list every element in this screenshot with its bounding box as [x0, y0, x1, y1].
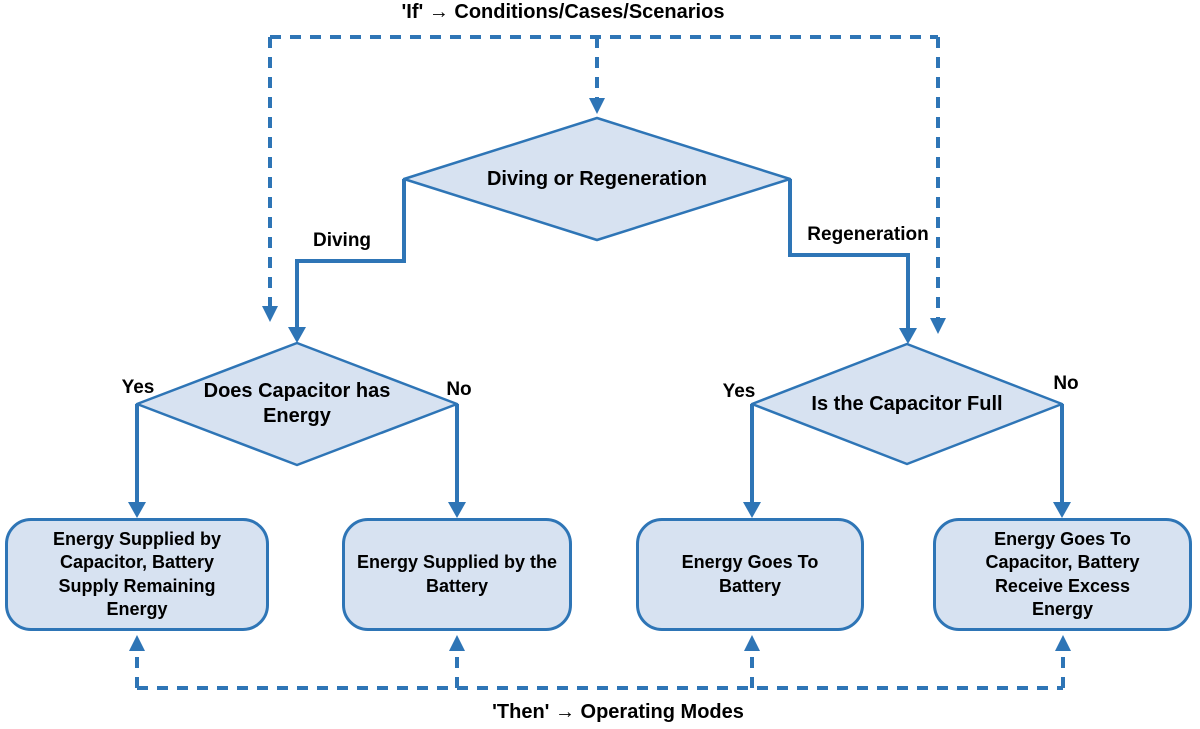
then-arrowhead-2: [449, 635, 465, 651]
arrowhead-yes-left: [128, 502, 146, 518]
yes-left-label: Yes: [121, 377, 155, 398]
outcome-box-energy-to-battery: Energy Goes To Battery: [636, 518, 864, 631]
no-left-label: No: [446, 379, 472, 400]
decision-left-shape: [135, 341, 459, 467]
decision-left-text: Does Capacitor has Energy: [203, 380, 391, 427]
then-footer-label: 'Then' → Operating Modes: [492, 701, 744, 723]
then-arrowhead-3: [744, 635, 760, 651]
no-right-label: No: [1053, 373, 1079, 394]
arrowhead-no-right: [1053, 502, 1071, 518]
arrowhead-yes-right: [743, 502, 761, 518]
if-arrowhead-left: [262, 306, 278, 322]
decision-right-text: Is the Capacitor Full: [811, 393, 1003, 415]
regeneration-branch-label: Regeneration: [807, 224, 929, 245]
outcome-box-battery-supply: Energy Supplied by the Battery: [342, 518, 572, 631]
arrowhead-regeneration: [899, 328, 917, 344]
connector-regeneration: [788, 179, 910, 330]
arrowhead-diving: [288, 327, 306, 343]
yes-right-label: Yes: [722, 381, 756, 402]
if-arrowhead-right: [930, 318, 946, 334]
decision-root-shape: [402, 116, 792, 242]
connector-diving: [295, 179, 406, 329]
then-arrowhead-4: [1055, 635, 1071, 651]
then-arrowhead-1: [129, 635, 145, 651]
decision-right-shape: [750, 342, 1064, 466]
if-header-label: 'If' → Conditions/Cases/Scenarios: [401, 1, 725, 23]
decision-root-text: Diving or Regeneration: [486, 168, 708, 190]
if-arrowhead-center: [589, 98, 605, 114]
outcome-box-capacitor-and-battery: Energy Supplied by Capacitor, Battery Su…: [5, 518, 269, 631]
diving-branch-label: Diving: [312, 230, 372, 251]
arrowhead-no-left: [448, 502, 466, 518]
outcome-box-capacitor-excess: Energy Goes To Capacitor, Battery Receiv…: [933, 518, 1192, 631]
